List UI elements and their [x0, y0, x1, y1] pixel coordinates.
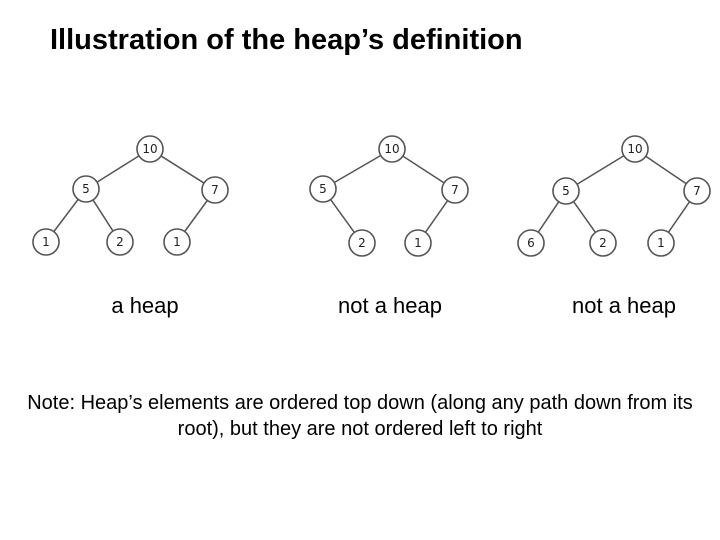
tree-edge	[184, 200, 208, 232]
tree-node: 1	[404, 229, 432, 257]
node-value: 1	[657, 236, 665, 250]
node-value: 7	[211, 183, 219, 197]
node-value: 5	[319, 182, 327, 196]
tree-edge	[572, 201, 597, 233]
node-circle	[404, 229, 432, 257]
node-circle	[378, 135, 406, 163]
tree-edge	[645, 155, 687, 185]
tree-node: 2	[589, 229, 617, 257]
tree-node: 7	[201, 176, 229, 204]
tree-edge	[576, 155, 625, 185]
tree-edge	[667, 201, 691, 233]
node-value: 2	[358, 236, 366, 250]
node-value: 5	[562, 184, 570, 198]
node-circle	[683, 177, 711, 205]
tree-edge	[96, 155, 140, 183]
tree-2: 10 5 7 2 1	[309, 135, 469, 257]
tree-node: 6	[517, 229, 545, 257]
heap-trees: 10 5 7 1 2 1 10 5 7 2 1 10 5 7 6 2 1	[32, 135, 711, 257]
node-circle	[106, 228, 134, 256]
tree-node: 2	[106, 228, 134, 256]
tree-node: 1	[647, 229, 675, 257]
node-value: 5	[82, 182, 90, 196]
node-value: 7	[451, 183, 459, 197]
node-circle	[647, 229, 675, 257]
node-circle	[72, 175, 100, 203]
note-text: Note: Heap’s elements are ordered top do…	[27, 392, 693, 440]
node-circle	[517, 229, 545, 257]
tree-edge	[160, 155, 205, 184]
node-circle	[348, 229, 376, 257]
tree-node: 7	[441, 176, 469, 204]
tree-edge	[330, 199, 355, 233]
tree-edge	[333, 154, 382, 184]
tree-node: 5	[72, 175, 100, 203]
node-value: 2	[116, 235, 124, 249]
node-value: 7	[693, 184, 701, 198]
tree-caption-2: not a heap	[338, 293, 442, 318]
tree-node: 1	[163, 228, 191, 256]
tree-node: 2	[348, 229, 376, 257]
node-value: 2	[599, 236, 607, 250]
tree-caption-1: a heap	[111, 293, 179, 318]
node-value: 10	[627, 142, 642, 156]
node-circle	[621, 135, 649, 163]
tree-3: 10 5 7 6 2 1	[517, 135, 711, 257]
tree-node: 5	[552, 177, 580, 205]
node-value: 10	[142, 142, 157, 156]
tree-node: 5	[309, 175, 337, 203]
node-circle	[163, 228, 191, 256]
node-circle	[32, 228, 60, 256]
node-value: 1	[173, 235, 181, 249]
node-circle	[309, 175, 337, 203]
tree-edge	[424, 200, 449, 233]
node-circle	[589, 229, 617, 257]
tree-node: 10	[136, 135, 164, 163]
tree-1: 10 5 7 1 2 1	[32, 135, 229, 256]
node-circle	[136, 135, 164, 163]
tree-edge	[92, 199, 114, 232]
node-value: 6	[527, 236, 535, 250]
tree-node: 10	[621, 135, 649, 163]
node-value: 1	[42, 235, 50, 249]
tree-edge	[402, 155, 445, 184]
tree-node: 7	[683, 177, 711, 205]
tree-node: 1	[32, 228, 60, 256]
node-value: 1	[414, 236, 422, 250]
node-circle	[201, 176, 229, 204]
tree-node: 10	[378, 135, 406, 163]
tree-caption-3: not a heap	[572, 293, 676, 318]
node-circle	[552, 177, 580, 205]
slide-title: Illustration of the heap’s definition	[50, 24, 523, 56]
node-circle	[441, 176, 469, 204]
node-value: 10	[384, 142, 399, 156]
tree-edge	[53, 198, 79, 233]
tree-edge	[537, 201, 560, 233]
